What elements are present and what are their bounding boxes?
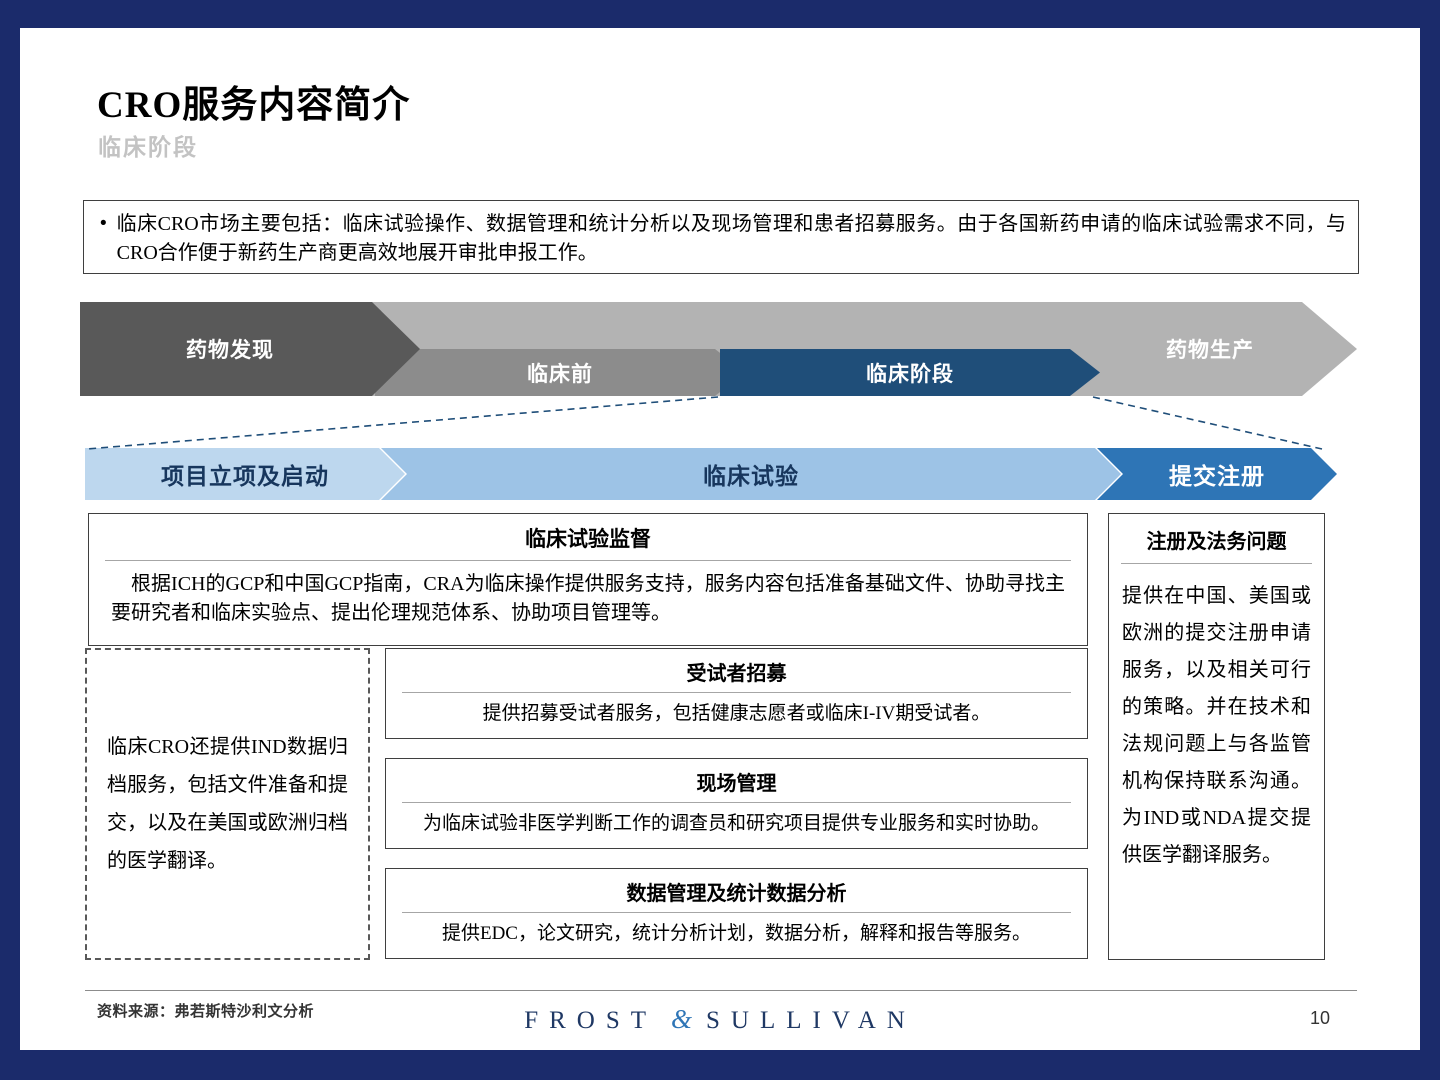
phase-submission-label: 提交注册 <box>1169 463 1265 489</box>
page-subtitle: 临床阶段 <box>98 134 198 160</box>
logo-ampersand: & <box>671 1004 693 1034</box>
logo-sullivan: SULLIVAN <box>706 1007 916 1034</box>
stage-preclinical: 临床前 <box>375 349 745 396</box>
clinical-phase-arrows: 项目立项及启动 临床试验 提交注册 <box>85 448 1357 500</box>
slide-canvas: CRO服务内容简介 临床阶段 • 临床CRO市场主要包括：临床试验操作、数据管理… <box>20 28 1420 1050</box>
box-trial-supervision-body: 根据ICH的GCP和中国GCP指南，CRA为临床操作提供服务支持，服务内容包括准… <box>111 573 1065 624</box>
phase-submission: 提交注册 <box>1097 448 1337 500</box>
bullet-marker: • <box>100 213 107 234</box>
stage-manufacturing-label: 药物生产 <box>1166 339 1254 362</box>
box-data-management: 数据管理及统计数据分析 提供EDC，论文研究，统计分析计划，数据分析，解释和报告… <box>385 868 1088 959</box>
stage-clinical-label: 临床阶段 <box>866 362 954 386</box>
intro-summary-box: • 临床CRO市场主要包括：临床试验操作、数据管理和统计分析以及现场管理和患者招… <box>83 200 1359 274</box>
phase-project-initiation: 项目立项及启动 <box>85 448 405 500</box>
box-registration-legal-body: 提供在中国、美国或欧洲的提交注册申请服务，以及相关可行的策略。并在技术和法规问题… <box>1122 585 1311 866</box>
stage-drug-discovery: 药物发现 <box>80 302 420 396</box>
title-divider <box>105 560 1071 561</box>
phase-clinical-trial: 临床试验 <box>381 448 1121 500</box>
box-data-management-title: 数据管理及统计数据分析 <box>626 883 847 905</box>
phase-clinical-trial-label: 临床试验 <box>703 463 799 489</box>
box-subject-recruitment: 受试者招募 提供招募受试者服务，包括健康志愿者或临床I-IV期受试者。 <box>385 648 1088 739</box>
title-divider <box>402 802 1071 803</box>
page-title: CRO服务内容简介 <box>97 85 411 126</box>
stage-drug-discovery-label: 药物发现 <box>186 339 274 362</box>
page-number: 10 <box>1310 1008 1331 1028</box>
stage-preclinical-label: 临床前 <box>527 362 593 386</box>
drug-pipeline-arrows: 药物发现 临床前 临床阶段 药物生产 <box>80 302 1357 396</box>
box-trial-supervision-title: 临床试验监督 <box>525 527 651 551</box>
box-subject-recruitment-title: 受试者招募 <box>686 663 787 685</box>
source-note: 资料来源：弗若斯特沙利文分析 <box>97 1003 315 1020</box>
box-site-management: 现场管理 为临床试验非医学判断工作的调查员和研究项目提供专业服务和实时协助。 <box>385 758 1088 849</box>
stage-manufacturing: 药物生产 <box>1100 302 1320 396</box>
intro-summary-text: 临床CRO市场主要包括：临床试验操作、数据管理和统计分析以及现场管理和患者招募服… <box>116 213 1346 264</box>
title-divider <box>1121 563 1312 564</box>
box-ind-filing-note: 临床CRO还提供IND数据归档服务，包括文件准备和提交，以及在美国或欧洲归档的医… <box>85 648 370 960</box>
box-data-management-body: 提供EDC，论文研究，统计分析计划，数据分析，解释和报告等服务。 <box>441 923 1031 944</box>
box-registration-legal-title: 注册及法务问题 <box>1146 531 1287 553</box>
box-subject-recruitment-body: 提供招募受试者服务，包括健康志愿者或临床I-IV期受试者。 <box>482 703 991 724</box>
title-divider <box>402 692 1071 693</box>
footer-divider <box>85 990 1357 991</box>
title-divider <box>402 912 1071 913</box>
box-trial-supervision: 临床试验监督 根据ICH的GCP和中国GCP指南，CRA为临床操作提供服务支持，… <box>88 513 1088 646</box>
box-registration-legal: 注册及法务问题 提供在中国、美国或欧洲的提交注册申请服务，以及相关可行的策略。并… <box>1108 513 1325 960</box>
frost-sullivan-logo: FROST&SULLIVAN <box>20 1004 1420 1035</box>
box-ind-filing-note-body: 临床CRO还提供IND数据归档服务，包括文件准备和提交，以及在美国或欧洲归档的医… <box>107 736 348 872</box>
stage-clinical-active: 临床阶段 <box>720 349 1100 396</box>
box-site-management-title: 现场管理 <box>696 773 777 795</box>
box-site-management-body: 为临床试验非医学判断工作的调查员和研究项目提供专业服务和实时协助。 <box>422 813 1050 834</box>
logo-frost: FROST <box>524 1007 658 1034</box>
phase-project-initiation-label: 项目立项及启动 <box>161 463 329 489</box>
